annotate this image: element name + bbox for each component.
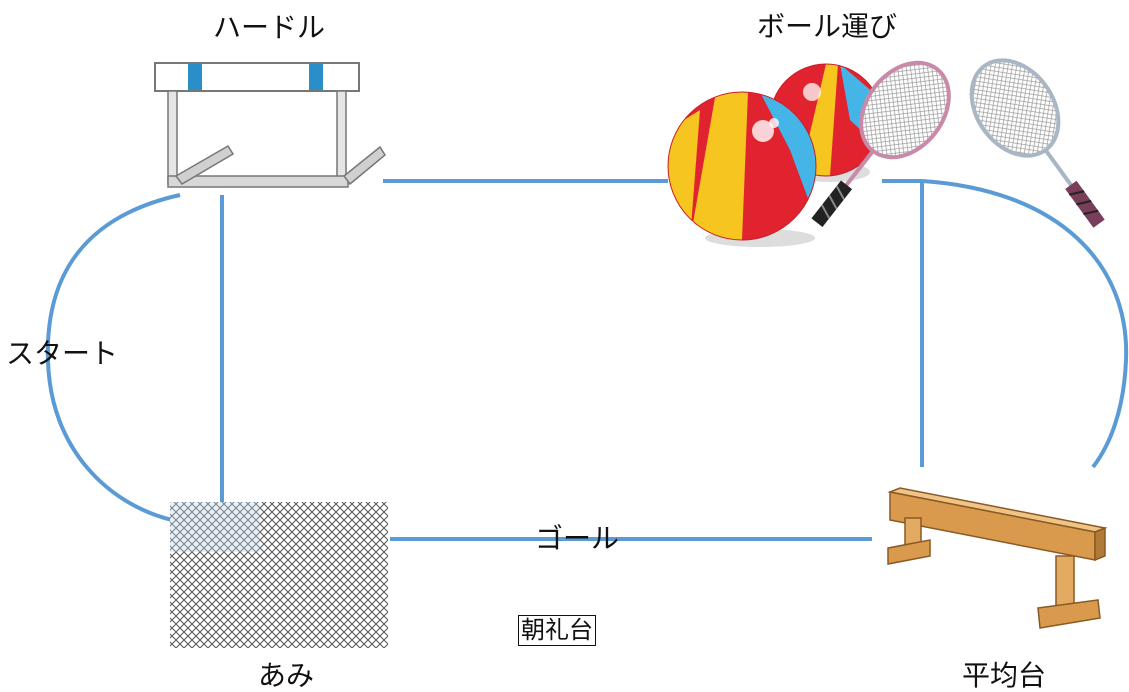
net-label: あみ: [258, 659, 315, 692]
hurdle-icon: [154, 62, 386, 188]
track-left-curve: [45, 193, 181, 522]
balance-beam-label: 平均台: [962, 659, 1047, 692]
track-right-curve: [921, 179, 1129, 469]
hurdle-label: ハードル: [213, 11, 326, 44]
racket-icon: [811, 58, 1105, 228]
balance-beam-icon: [887, 487, 1108, 629]
goal-label: ゴール: [535, 522, 620, 555]
net-icon: [170, 502, 388, 648]
track: [45, 179, 1129, 541]
ball-icon: [667, 63, 883, 247]
ball-carry-label: ボール運び: [757, 10, 898, 43]
podium-label: 朝礼台: [518, 615, 596, 646]
start-label: スタート: [6, 337, 119, 370]
